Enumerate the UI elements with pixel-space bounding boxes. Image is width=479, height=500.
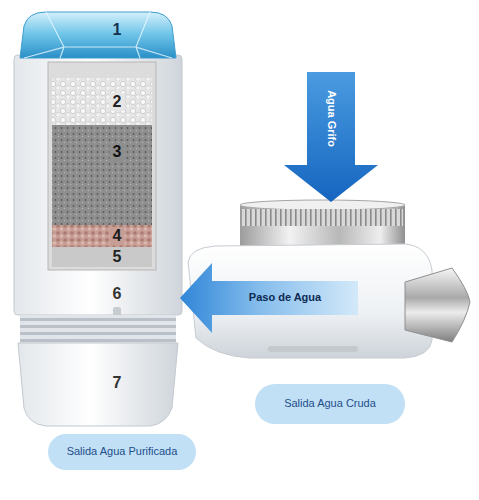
base-layer [52, 247, 152, 267]
filter-thread [20, 315, 176, 343]
output-label: Salida Agua Cruda [284, 397, 376, 410]
callout-number: 1 [110, 21, 125, 39]
filter-thread [20, 315, 176, 343]
faucet-adapter [240, 200, 405, 210]
crystal-cap [24, 12, 172, 58]
filter-body [48, 62, 156, 270]
faucet-adapter [188, 200, 470, 358]
callout-number: 4 [110, 227, 125, 245]
chrome-nozzle [405, 268, 470, 342]
arrow-label: Paso de Agua [249, 291, 321, 304]
crystal-cap [20, 12, 176, 58]
filter-body [14, 55, 182, 317]
filter-thread [20, 332, 176, 335]
arrow-label: Agua Grifo [324, 90, 337, 147]
ceramic-layer [52, 225, 152, 247]
arrow-shape [180, 263, 358, 333]
callout-number: 3 [110, 143, 125, 161]
crystal-cap [20, 12, 176, 58]
flow-arrow: Paso de Agua [180, 263, 358, 333]
filter-thread [20, 339, 176, 342]
callout-number: 5 [110, 248, 125, 266]
granule-layer [52, 78, 152, 125]
callout-number: 2 [110, 93, 125, 111]
inlet-arrow: Agua Grifo [284, 72, 378, 202]
callout-number: 6 [110, 285, 125, 303]
carbon-layer [52, 125, 152, 225]
faucet-adapter [242, 209, 403, 226]
output-box: Salida Agua Purificada [48, 434, 196, 470]
callout-number: 7 [110, 374, 125, 392]
faucet-adapter [268, 346, 358, 352]
output-box: Salida Agua Cruda [255, 384, 405, 424]
filter-thread [20, 318, 176, 321]
filter-thread [20, 325, 176, 328]
arrow-shape [284, 72, 378, 202]
output-label: Salida Agua Purificada [67, 445, 178, 458]
filter-body [14, 55, 182, 315]
filter-base [18, 343, 178, 426]
